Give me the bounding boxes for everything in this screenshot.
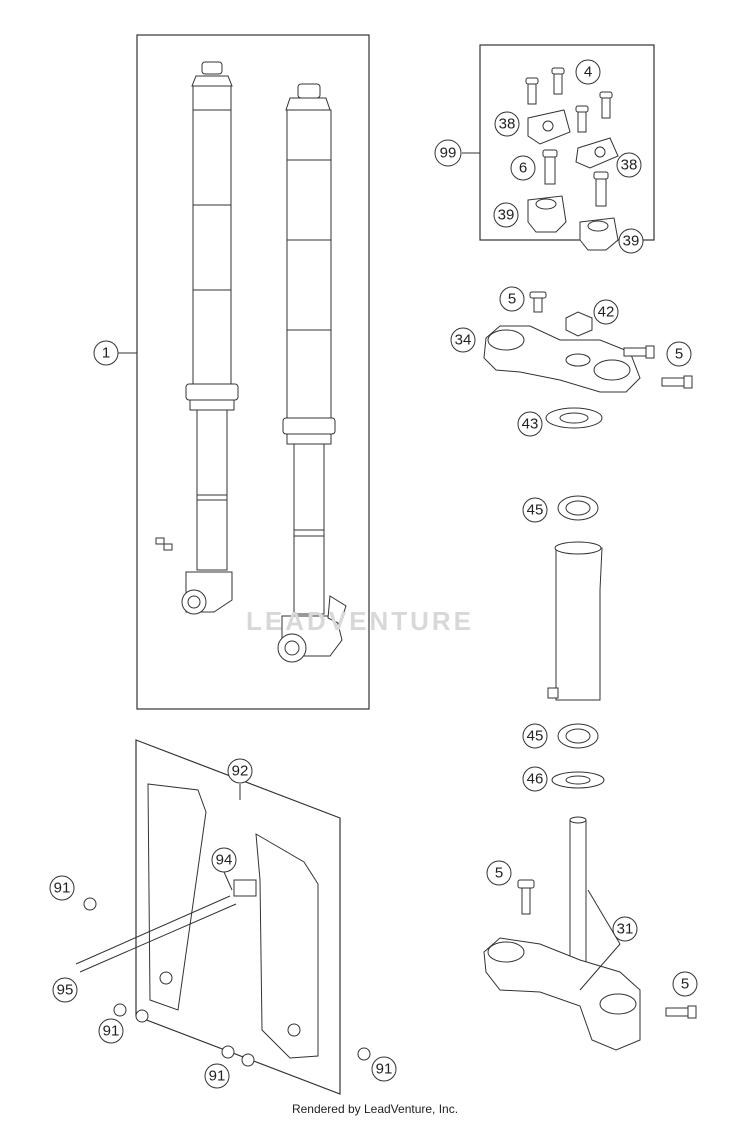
svg-text:95: 95 [57,982,74,999]
callout-91-bottom-center: 91 [204,1063,230,1089]
fork-guards [75,783,371,1067]
callout-42: 42 [593,299,619,325]
svg-text:38: 38 [621,157,638,174]
svg-text:4: 4 [584,64,592,81]
callout-39-right: 39 [618,228,644,254]
callout-45-upper: 45 [522,497,548,523]
callout-46: 46 [522,766,548,792]
svg-text:94: 94 [216,852,233,869]
callout-43: 43 [517,411,543,437]
callout-31: 31 [612,916,638,942]
callout-5-lower-bolt: 5 [672,971,698,997]
callout-38-right: 38 [616,152,642,178]
svg-text:38: 38 [499,116,516,133]
bearing-set [545,407,605,789]
callout-4: 4 [575,59,601,85]
footer-credit: Rendered by LeadVenture, Inc. [291,1102,459,1116]
callout-91-bottom-left: 91 [98,1018,124,1044]
callout-6: 6 [510,155,536,181]
callout-5-stem-bolt: 5 [486,860,512,886]
leader-line-94 [223,871,233,891]
callout-91-left: 91 [49,875,75,901]
svg-text:91: 91 [209,1068,226,1085]
svg-text:91: 91 [376,1061,393,1078]
callout-1: 1 [93,340,119,366]
upper-triple-clamp [483,291,693,393]
callout-91-bottom-right: 91 [371,1056,397,1082]
callout-38-left: 38 [494,111,520,137]
svg-text:5: 5 [495,865,503,882]
left-fork-leg [155,61,239,615]
right-fork-leg [277,83,347,663]
callout-34: 34 [450,327,476,353]
svg-text:5: 5 [675,346,683,363]
lower-triple-clamp [483,816,697,1051]
clamp-kit-parts [525,67,619,251]
svg-text:5: 5 [508,291,516,308]
watermark: LEADVENTURE [246,606,475,636]
svg-text:5: 5 [681,976,689,993]
callout-5-top-bolt: 5 [499,286,525,312]
svg-text:6: 6 [519,160,527,177]
svg-text:39: 39 [623,233,640,250]
svg-text:43: 43 [522,416,539,433]
svg-text:1: 1 [102,345,110,362]
fork-assembly-frame [136,34,370,710]
callout-5-side-bolt: 5 [666,341,692,367]
callout-95: 95 [52,977,78,1003]
svg-text:45: 45 [527,502,544,519]
callout-94: 94 [211,847,237,873]
callout-92: 92 [227,758,253,784]
svg-text:31: 31 [617,921,634,938]
callout-99: 99 [434,139,462,167]
svg-text:99: 99 [440,145,457,162]
svg-text:46: 46 [527,771,544,788]
callout-39-left: 39 [493,202,519,228]
svg-text:92: 92 [232,763,249,780]
clamp-kit-frame [479,44,655,241]
svg-text:34: 34 [455,332,472,349]
svg-text:42: 42 [598,304,615,321]
svg-text:45: 45 [527,728,544,745]
callout-45-lower: 45 [522,723,548,749]
fork-guard-frame [135,739,341,1095]
svg-text:91: 91 [54,880,71,897]
svg-text:91: 91 [103,1023,120,1040]
svg-text:39: 39 [498,207,515,224]
